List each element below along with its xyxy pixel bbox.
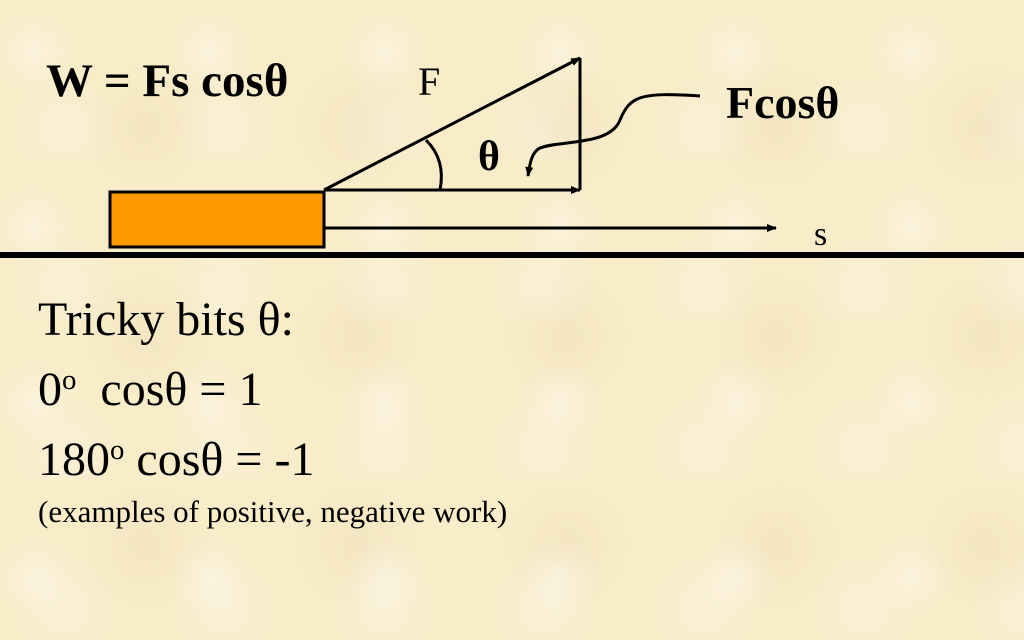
angle-value: 0 (38, 363, 62, 416)
work-sign-note: (examples of positive, negative work) (38, 494, 508, 529)
block (108, 190, 326, 249)
angle-label: θ (478, 134, 500, 180)
force-label: F (418, 59, 441, 104)
zero-degree-row: 0o cosθ = 1 (38, 362, 262, 417)
tricky-bits-heading: Tricky bits θ: (38, 293, 294, 346)
row-spacer (76, 363, 100, 416)
force-arrow (323, 56, 581, 192)
cos-result: cosθ = 1 (100, 363, 263, 416)
component-label: Fcosθ (726, 77, 840, 128)
work-formula: W = Fs cosθ (46, 55, 289, 107)
angle-arc (424, 138, 443, 191)
angle-value: 180 (38, 433, 110, 486)
row-spacer (124, 433, 136, 486)
one-eighty-degree-row: 180o cosθ = -1 (38, 432, 314, 487)
degree-symbol: o (62, 364, 77, 397)
degree-symbol: o (110, 434, 125, 467)
cos-result: cosθ = -1 (136, 433, 315, 486)
displacement-label: s (814, 216, 828, 253)
pointer-curve (525, 93, 701, 177)
